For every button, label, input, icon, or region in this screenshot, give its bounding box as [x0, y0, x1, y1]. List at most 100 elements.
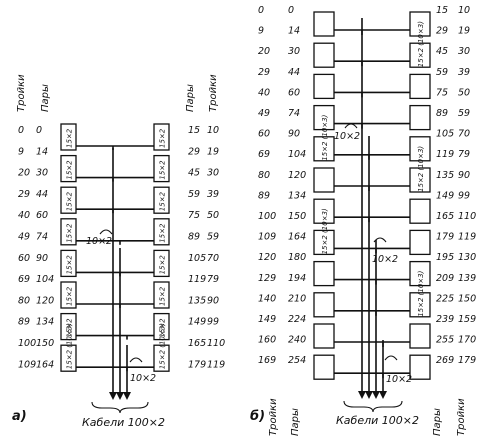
b-left-box — [313, 104, 335, 131]
b-right-box-label: 15×2 (10×3) — [417, 21, 425, 67]
a-left-box — [60, 186, 77, 214]
b-right-pair-num: 135 — [436, 170, 454, 181]
b-right-box — [409, 136, 431, 162]
a-left-pair-num: 60 — [36, 210, 48, 221]
a-left-box-label: 15×2 — [66, 223, 74, 243]
a-left-pair-num: 120 — [36, 295, 54, 306]
a-right-pair-num: 165 — [188, 338, 206, 349]
b-branch-label-3: 10×2 — [386, 374, 412, 385]
a-left-triple-num: 80 — [18, 295, 30, 306]
a-right-triple-num: 99 — [207, 317, 219, 328]
b-right-triple-num: 159 — [458, 314, 476, 325]
a-left-triple-num: 40 — [18, 210, 30, 221]
b-right-triple-num: 119 — [458, 232, 476, 243]
b-arrow-3 — [372, 391, 380, 399]
b-right-triple-num: 79 — [458, 149, 470, 160]
b-left-pair-num: 90 — [288, 129, 300, 140]
b-left-triple-num: 89 — [258, 190, 270, 201]
b-right-box — [409, 42, 431, 68]
a-right-pair-num: 29 — [188, 146, 200, 157]
a-header-right-triples: Тройки — [208, 74, 219, 112]
a-right-box-label: 15×2 — [159, 318, 167, 338]
a-left-box — [60, 281, 77, 309]
a-arrow-2 — [116, 392, 124, 400]
b-right-pair-num: 119 — [436, 149, 454, 160]
b-left-box — [313, 167, 335, 193]
b-right-pair-num: 165 — [436, 211, 454, 222]
b-left-box — [313, 229, 335, 256]
b-right-pair-num: 75 — [436, 87, 448, 98]
b-cable-label: Кабели 100×2 — [336, 414, 419, 427]
a-left-triple-num: 89 — [18, 317, 30, 328]
b-right-box — [409, 292, 431, 318]
b-right-box — [409, 167, 431, 193]
a-right-triple-num: 39 — [207, 189, 219, 200]
b-footer-right-pairs: Пары — [432, 408, 443, 436]
a-right-triple-num: 10 — [207, 125, 219, 136]
b-right-triple-num: 59 — [458, 108, 470, 119]
b-right-triple-num: 19 — [458, 26, 470, 37]
a-right-box — [153, 154, 170, 183]
b-left-triple-num: 20 — [258, 46, 270, 57]
b-right-pair-num: 59 — [436, 67, 448, 78]
b-left-triple-num: 69 — [258, 149, 270, 160]
b-left-box — [313, 42, 335, 68]
b-left-triple-num: 40 — [258, 87, 270, 98]
b-left-triple-num: 149 — [258, 314, 276, 325]
b-right-triple-num: 30 — [458, 46, 470, 57]
a-header-left-triples: Тройки — [16, 74, 27, 112]
b-branch-curve-1 — [344, 123, 358, 129]
b-right-box — [409, 104, 431, 131]
a-right-box-label: 15×2 — [159, 255, 167, 275]
a-right-box-label: 15×2 — [159, 191, 167, 211]
b-left-pair-num: 134 — [288, 190, 306, 201]
a-right-triple-num: 119 — [207, 359, 225, 370]
a-left-box — [60, 249, 77, 278]
b-right-triple-num: 170 — [458, 335, 476, 346]
b-left-triple-num: 140 — [258, 293, 276, 304]
b-right-pair-num: 269 — [436, 355, 454, 366]
b-left-pair-num: 180 — [288, 252, 306, 263]
b-right-triple-num: 39 — [458, 67, 470, 78]
a-figure-label: а) — [12, 409, 27, 424]
b-right-triple-num: 10 — [458, 5, 470, 16]
a-left-box — [60, 218, 77, 246]
a-right-pair-num: 179 — [188, 359, 206, 370]
a-left-triple-num: 20 — [18, 168, 30, 179]
b-left-box — [313, 73, 335, 100]
b-left-pair-num: 240 — [288, 335, 306, 346]
b-right-pair-num: 105 — [436, 129, 454, 140]
a-right-pair-num: 135 — [188, 295, 206, 306]
b-branch-curve-2 — [373, 237, 387, 243]
b-left-triple-num: 160 — [258, 335, 276, 346]
a-right-box-label: 15×2 — [159, 286, 167, 306]
b-left-pair-num: 30 — [288, 46, 300, 57]
a-left-triple-num: 0 — [18, 125, 24, 136]
b-footer-right-triples: Тройки — [456, 398, 467, 436]
b-right-box — [409, 260, 431, 287]
a-right-box-label: 15×2 — [159, 160, 167, 180]
b-left-box — [313, 198, 335, 224]
a-right-box — [153, 186, 170, 214]
b-right-pair-num: 225 — [436, 293, 454, 304]
b-left-box-label: 15×2 (10×3) — [321, 208, 329, 254]
b-right-pair-num: 179 — [436, 232, 454, 243]
a-left-box-label: 15×2 — [66, 318, 74, 338]
b-left-triple-num: 29 — [258, 67, 270, 78]
b-distribution-boxes: 15×2 (10×3) 15×2 (10×3) 15×2 (10×3) 15×2 (1… — [313, 11, 431, 380]
b-left-box — [313, 136, 335, 162]
a-left-triple-num: 9 — [18, 146, 24, 157]
b-left-box-label: 15×2 (10×3) — [321, 114, 329, 160]
b-left-pair-num: 254 — [288, 355, 306, 366]
b-right-triple-num: 139 — [458, 273, 476, 284]
b-right-box-label: 15×2 (10×3) — [417, 146, 425, 192]
b-right-box — [409, 323, 431, 349]
b-cable-brace — [343, 400, 403, 413]
b-arrow-2 — [365, 391, 373, 399]
b-right-pair-num: 255 — [436, 335, 454, 346]
a-right-pair-num: 149 — [188, 317, 206, 328]
